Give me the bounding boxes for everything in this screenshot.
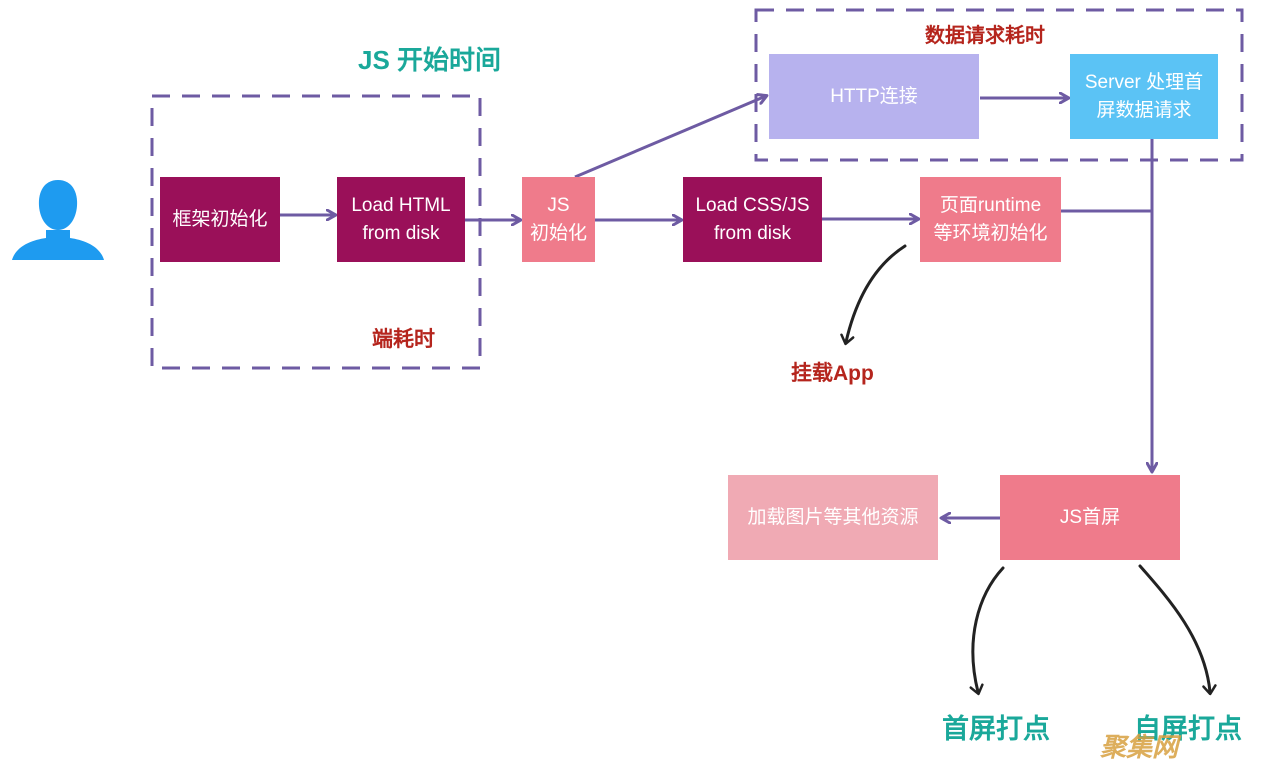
client-time-region — [150, 94, 482, 370]
arrow-firstscreen-to-firstmark — [969, 566, 1005, 696]
node-framework-init: 框架初始化 — [160, 177, 280, 262]
node-load-html: Load HTML from disk — [337, 177, 465, 262]
arrow-firstscreen-to-custommark — [1138, 564, 1217, 696]
data-request-time-label: 数据请求耗时 — [925, 25, 1045, 47]
custom-mark-label: 自屏打点 — [1134, 714, 1242, 744]
first-screen-mark-label: 首屏打点 — [942, 714, 1050, 744]
node-load-resources: 加载图片等其他资源 — [728, 475, 938, 560]
watermark: 聚集网 — [1100, 732, 1179, 762]
node-js-first-screen: JS首屏 — [1000, 475, 1180, 560]
client-time-label: 端耗时 — [372, 328, 435, 351]
node-js-init: JS 初始化 — [522, 177, 595, 262]
node-http-connect: HTTP连接 — [769, 54, 979, 139]
arrow-runtime-to-mount — [840, 244, 907, 346]
node-server-process: Server 处理首 屏数据请求 — [1070, 54, 1218, 139]
arrow-jsinit-to-http — [574, 96, 766, 179]
node-runtime-init: 页面runtime 等环境初始化 — [920, 177, 1061, 262]
mount-app-label: 挂载App — [791, 362, 874, 385]
node-load-css-js: Load CSS/JS from disk — [683, 177, 822, 262]
user-icon — [12, 180, 104, 260]
js-start-time-label: JS 开始时间 — [358, 45, 502, 75]
data-request-region — [754, 8, 1244, 162]
